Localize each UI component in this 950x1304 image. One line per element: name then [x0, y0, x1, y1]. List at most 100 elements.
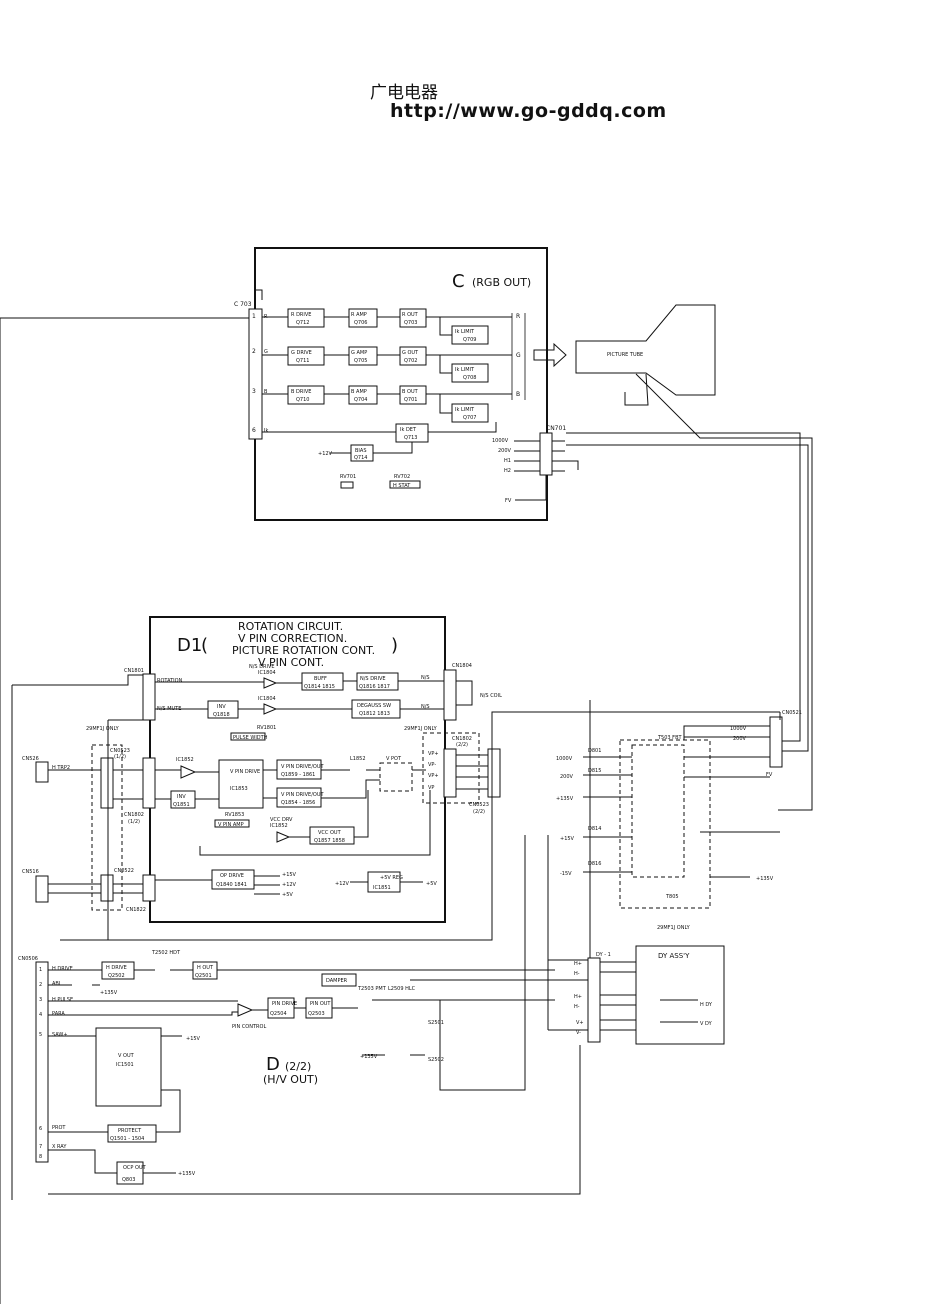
ns-drive-amp [263, 677, 278, 689]
fbt-section: CN0521 1000V 200V FV T503 FBT D801 D815 … [556, 432, 809, 931]
ik-limit-r-ref: Q709 [463, 337, 476, 343]
op-drive-ref: Q1840 1841 [216, 882, 247, 888]
diode-d815: D815 [588, 768, 601, 774]
hdt-label: T2502 HDT [151, 950, 181, 956]
ik-limit-g-ref: Q708 [463, 375, 476, 381]
cn0521-200v: 200V [733, 736, 747, 742]
r-amp-name: R AMP [351, 312, 367, 318]
cn0521-connector [769, 716, 783, 768]
vp: VP [428, 785, 434, 791]
cn0523-b-sub: (2/2) [473, 809, 485, 815]
rv1853-label: RV1853 [225, 812, 244, 818]
d-signal-abl: ABL [52, 981, 62, 987]
c-out-r: R [516, 313, 520, 320]
dy-assembly [635, 945, 725, 1045]
fbt-rail-135v-out: +135V [756, 876, 774, 882]
cn0506-pin-4: 4 [39, 1012, 42, 1018]
r-amp-block [348, 308, 378, 328]
dy-pin-v-plus: V+ [576, 1020, 584, 1026]
cn0522-label: CN0522 [114, 868, 134, 874]
r-out-block [399, 308, 427, 328]
ik-det-name: Ik DET [400, 427, 417, 433]
buff-ref: Q1814 1815 [304, 684, 335, 690]
v-pin-drive-ic [218, 759, 264, 809]
cn1801-connector [142, 673, 156, 721]
v-pin-drive-out-2-name: V PIN DRIVE/OUT [281, 792, 324, 798]
board-c-label: C [452, 271, 465, 292]
inv-1851-name: INV [177, 794, 186, 800]
d1-reg-in-12v: +12V [335, 881, 350, 887]
g-drive-ref: Q711 [296, 358, 309, 364]
inv-1851-ref: Q1851 [173, 802, 190, 808]
pin-drive-ref: Q2504 [270, 1011, 287, 1017]
dy-pin-h-plus-2: H+ [574, 994, 582, 1000]
degauss-name: DEGAUSS SW [357, 703, 391, 709]
v-pin-drive-out-1-ref: Q1859 - 1861 [281, 772, 315, 778]
d1-title-line-3: PICTURE ROTATION CONT. [232, 644, 375, 657]
s2502-label: S2502 [428, 1057, 444, 1063]
cn1802-b-sub: (2/2) [456, 742, 468, 748]
pin-control-amp [237, 1003, 254, 1017]
b-amp-block [348, 385, 378, 405]
h-out-ref: Q2501 [195, 973, 212, 979]
ik-limit-g-name: Ik LIMIT [455, 367, 475, 373]
g-out-ref: Q702 [404, 358, 417, 364]
vp-plus-1: VP+ [428, 751, 439, 757]
board-d1-paren-open: ( [201, 635, 208, 656]
cn1822-connector [142, 874, 156, 902]
protect-ref: Q1501 - 1504 [110, 1136, 144, 1142]
vp-plus-2: VP+ [428, 773, 439, 779]
site-name: 广电电器 [370, 83, 438, 103]
ns-coil-label: N/S COIL [480, 693, 502, 699]
cn1802-a-label: CN1802 [124, 812, 144, 818]
cn0523-a-sub: (1/2) [114, 754, 126, 760]
g-drive-name: G DRIVE [291, 350, 312, 356]
vcc-out-ref: Q1857 1858 [314, 838, 345, 844]
cn1801-label: CN1801 [124, 668, 144, 674]
c-out-b: B [516, 391, 520, 398]
left-signal-bus [0, 317, 249, 1304]
b-out-ref: Q701 [404, 397, 417, 403]
d-supply-135v-2: +135V [360, 1054, 378, 1060]
r-out-name: R OUT [402, 312, 419, 318]
d-signal-h-pulse: H PULSE [52, 997, 73, 1003]
ns-drive-name: N/S DRIVE [360, 676, 386, 682]
fbt-rail-15v: +15V [560, 836, 575, 842]
d-signal-para: PARA [52, 1011, 65, 1017]
dy-pin-v-minus: V- [576, 1030, 581, 1036]
bias-name: BIAS [355, 448, 367, 454]
ic1852-label-2: IC1852 [270, 823, 288, 829]
r-amp-ref: Q706 [354, 320, 367, 326]
d-supply-135v-ocp: +135V [178, 1171, 196, 1177]
site-url[interactable]: http://www.go-gddq.com [390, 100, 667, 122]
5v-reg-name: +5V REG [380, 875, 403, 881]
degauss-ref: Q1812 1813 [359, 711, 390, 717]
b-drive-block [287, 385, 325, 405]
d1-ns-1: N/S [421, 675, 430, 681]
fbt-rail-200v: 200V [560, 774, 574, 780]
cn0523-a-label: CN0523 [110, 748, 130, 754]
cn0521-fv: FV [766, 772, 773, 778]
h-drive-ref: Q2502 [108, 973, 125, 979]
d1-supply-12v: +12V [282, 882, 297, 888]
cn0523-b-connector [487, 748, 501, 798]
board-c-connector [248, 308, 263, 440]
buff-name: BUFF [314, 676, 327, 682]
cn701-connector [539, 432, 553, 476]
b-amp-ref: Q704 [354, 397, 367, 403]
ocp-out-name: OCP OUT [123, 1165, 147, 1171]
dy-pin-h-minus-1: H- [574, 971, 580, 977]
v-out-name: V OUT [118, 1053, 135, 1059]
c-pin-label-b: B [264, 389, 268, 395]
ik-limit-b-name: Ik LIMIT [455, 407, 475, 413]
rv1801-label: RV1801 [257, 725, 276, 731]
vp-minus: VP- [428, 762, 436, 768]
d1-optional-region-right [422, 732, 480, 804]
h-drive-name: H DRIVE [106, 965, 127, 971]
rv1853-trimmer [214, 819, 250, 828]
r-out-ref: Q703 [404, 320, 417, 326]
h-dy-label: H DY [700, 1002, 713, 1008]
b-drive-name: B DRIVE [291, 389, 311, 395]
vcc-drv-amp [276, 831, 291, 843]
cn701-200v: 200V [498, 448, 512, 454]
